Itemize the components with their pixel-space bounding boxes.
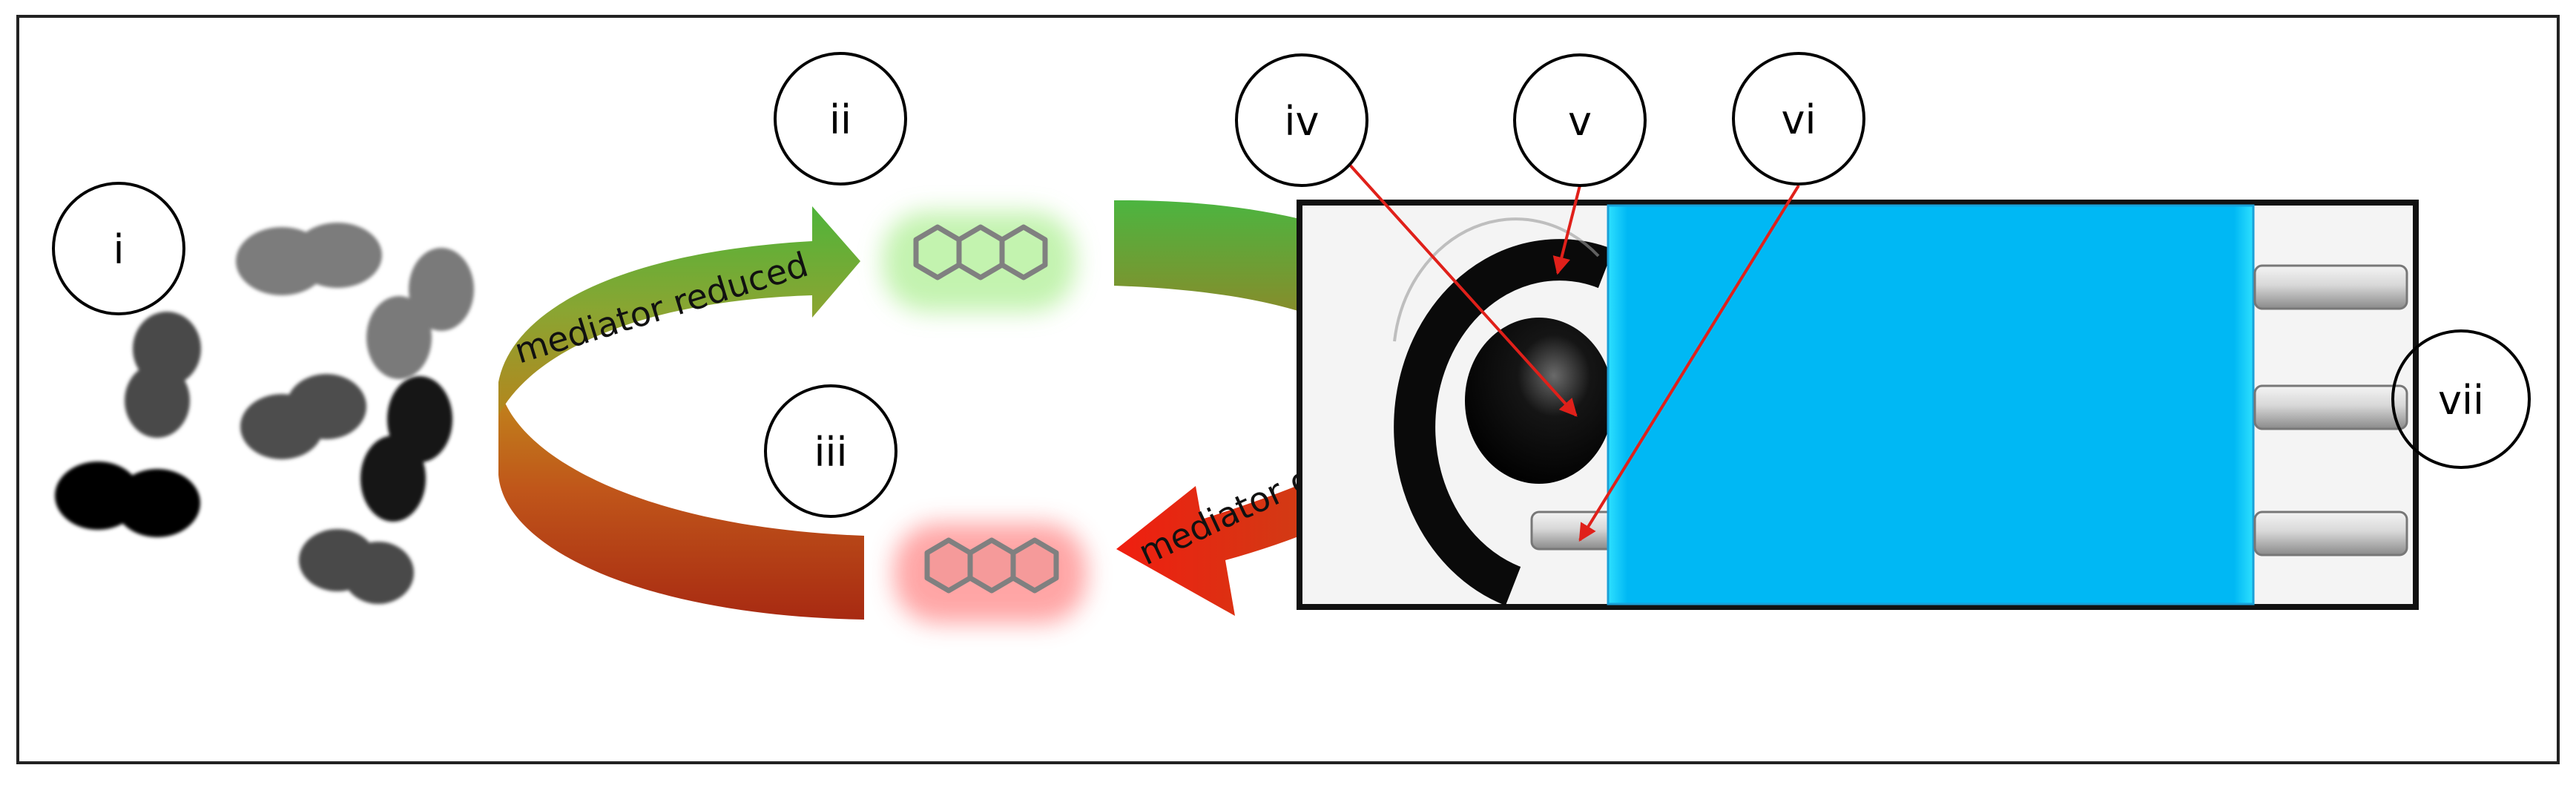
callout-v-label: v: [1568, 98, 1592, 145]
sensor-body: [1607, 204, 2255, 605]
mediator-reduced-arrow: [498, 206, 860, 416]
microbe-cell: [55, 462, 200, 537]
callout-i-label: i: [113, 226, 124, 273]
callout-ii-label: ii: [829, 96, 851, 143]
pointer-v: [1552, 185, 1581, 275]
microbe-cell: [299, 529, 414, 604]
reference-electrode: [1530, 510, 1616, 551]
sensor-strip: [1297, 200, 2419, 610]
counter-electrode: [1393, 217, 1614, 606]
contact-pin: [2253, 510, 2408, 556]
callout-ii: ii: [774, 52, 907, 185]
callout-vi: vi: [1732, 52, 1865, 185]
microbe-cell: [360, 376, 452, 522]
reduction-arc-band: [498, 382, 864, 620]
callout-iii: iii: [764, 384, 897, 518]
callout-vii: vii: [2391, 329, 2531, 469]
oxidised-mediator-molecule: [894, 523, 1087, 623]
reduced-mediator-molecule: [883, 211, 1075, 312]
contact-pin: [2253, 264, 2408, 310]
microbe-cell: [366, 248, 474, 379]
microbe-cell: [240, 374, 366, 459]
callout-iv: iv: [1235, 53, 1368, 187]
pointer-iv: [1345, 160, 1578, 417]
microbe-cell: [236, 223, 382, 295]
callout-iv-label: iv: [1285, 98, 1320, 145]
working-electrode: [1465, 318, 1613, 484]
callout-i: i: [52, 182, 185, 315]
callout-vii-label: vii: [2438, 377, 2484, 424]
contact-pin: [2253, 384, 2408, 430]
microbe-cluster: [55, 223, 474, 604]
callout-iii-label: iii: [814, 429, 847, 476]
pointer-vi: [1578, 184, 1800, 542]
callout-vi-label: vi: [1782, 96, 1816, 143]
microbe-cell: [125, 312, 201, 438]
callout-v: v: [1513, 53, 1647, 187]
